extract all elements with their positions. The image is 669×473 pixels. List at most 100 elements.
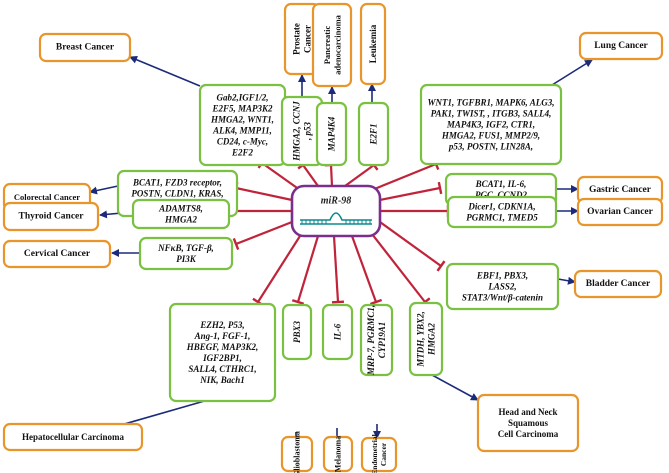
gene-list-prostate-line-0: HMGA2, CCNJ [292,101,302,162]
gene-box-thyroid: ADAMTS8,HMGA2 [131,198,231,230]
cancer-box-thyroid: Thyroid Cancer [2,201,100,232]
gene-box-frame-ovarian [446,195,558,229]
cancer-box-frame-leukemia [359,2,387,86]
cancer-box-frame-glioblastoma [280,435,314,473]
center-mir98: miR-98 [290,184,382,238]
gene-list-lung-line-2: MAP4K3, IGF2, CTR1, [446,120,535,130]
cancer-label-headneck-line-0: Head and Neck [498,407,557,417]
cancer-box-frame-headneck [476,393,580,453]
gene-list-cervical-line-1: PI3K [176,254,197,264]
gene-box-hepatocellular: EZH2, P53,Ang-1, FGF-1,HBEGF, MAP3K2,IGF… [168,302,277,403]
arrow-breast [129,55,201,87]
arrow-colorectal [89,185,119,195]
gene-box-ovarian: Dicer1, CDKN1A,PGRMC1, TMED5 [446,195,558,229]
gene-list-prostate-line-1: , p53 [303,122,313,142]
hairpin-icon [300,212,372,225]
cancer-box-frame-melanoma [322,435,354,473]
cancer-label-pancreatic-line-1: adenocarcinoma [332,14,342,75]
inhibition-pancreatic [324,163,338,187]
inhibition-melanoma [331,235,345,304]
gene-list-endometrial-line-0: MRP-7, PGRMC1, [366,305,376,376]
gene-list-cervical-line-0: NFκB, TGF-β, [157,243,214,253]
gene-box-frame-bladder [445,262,560,311]
gene-box-endometrial: MRP-7, PGRMC1,CYP19A1 [359,303,394,376]
gene-list-breast-line-5: E2F2 [231,148,254,158]
gene-list-breast-line-3: ALK4, MMP11, [212,126,272,136]
cancer-box-frame-breast [38,32,132,63]
cancer-box-frame-cervical [2,239,112,269]
arrow-bladder [557,276,576,285]
cancer-label-cervical-line-0: Cervical Cancer [24,249,91,259]
cancer-box-frame-ovarian [576,197,664,227]
inhibition-headneck [371,233,431,307]
inhibition-hepatocellular [252,235,301,307]
gene-list-melanoma-line-0: IL-6 [333,323,343,341]
cancer-label-pancreatic-line-0: Pancreatic [322,26,332,65]
cancer-box-cervical: Cervical Cancer [2,239,112,269]
gene-list-endometrial-line-1: CYP19A1 [377,322,387,359]
gene-box-frame-leukemia [357,101,390,167]
center-label: miR-98 [321,196,352,207]
cancer-label-ovarian-line-0: Ovarian Cancer [587,207,653,217]
gene-list-hepatocellular-line-0: EZH2, P53, [199,320,244,330]
gene-box-lung: WNT1, TGFBR1, MAPK6, ALG3,PAK1, TWIST, ,… [419,83,563,166]
inhibition-colorectal [233,181,293,202]
cancer-box-leukemia: Leukemia [359,2,387,86]
inhibition-cervical [232,220,293,251]
gene-list-leukemia-line-0: E2F1 [369,123,379,145]
gene-list-breast-line-4: CD24, c-Myc, [217,137,268,147]
cancer-label-glioblastoma-line-0: Glioblastoma [293,431,302,473]
gene-box-glioblastoma: PBX3 [281,303,313,361]
inhibition-bladder [379,221,446,272]
inhibition-gastric [379,181,443,202]
cancer-box-frame-bladder [573,269,663,299]
gene-list-hepatocellular-line-1: Ang-1, FGF-1, [194,331,251,341]
gene-list-headneck-line-0: MTDH, YBX2, [416,311,426,368]
gene-list-hepatocellular-line-4: SALL4, CTHRC1, [188,364,256,374]
cancer-label-headneck-line-1: Squamous [508,418,549,428]
gene-list-breast-line-1: E2F5, MAP3K2 [211,104,273,114]
inhibition-thyroid [229,205,292,217]
gene-list-thyroid-line-0: ADAMTS8, [158,204,203,214]
cancer-label-headneck-line-2: Cell Carcinoma [498,429,559,439]
gene-list-pancreatic-line-0: MAP4K4 [327,116,337,152]
gene-box-frame-melanoma [321,303,354,361]
gene-list-gastric-line-1: PGC, CCND2 [475,190,528,200]
gene-box-leukemia: E2F1 [357,101,390,167]
cancer-label-thyroid-line-0: Thyroid Cancer [18,212,84,222]
arrow-headneck [431,374,479,401]
cancer-label-endometrial-line-0: Endometrial [370,434,379,473]
gene-list-breast-line-2: HMGA2, WNT1, [210,115,274,125]
gene-box-frame-cervical [138,236,234,271]
gene-box-frame-thyroid [131,198,231,230]
cancer-label-gastric-line-0: Gastric Cancer [589,185,652,195]
cancer-label-leukemia-line-0: Leukemia [368,24,378,63]
gene-list-headneck-line-1: HMGA2 [427,323,437,357]
inhibition-ovarian [380,205,450,217]
cancer-box-frame-thyroid [2,201,100,232]
gene-list-bladder-line-0: EBF1, PBX3, [476,271,528,281]
inhibition-glioblastoma [291,235,320,305]
gene-box-frame-hepatocellular [168,302,277,403]
cancer-box-frame-endometrial [360,436,398,473]
cancer-box-melanoma: Melanoma [322,435,354,473]
cancer-box-frame-lung [578,31,664,61]
cancer-label-lung-line-0: Lung Cancer [594,41,648,51]
cancer-box-breast: Breast Cancer [38,32,132,63]
gene-list-lung-line-0: WNT1, TGFBR1, MAPK6, ALG3, [428,98,555,108]
cancer-box-frame-hepatocellular [2,422,144,452]
cancer-box-lung: Lung Cancer [578,31,664,61]
cancer-label-bladder-line-0: Bladder Cancer [586,279,651,289]
gene-list-lung-line-3: HMGA2, FUS1, MMP2/9, [441,131,540,141]
arrow-lung [551,59,593,86]
gene-box-frame-glioblastoma [281,303,313,361]
gene-list-colorectal-line-1: POSTN, CLDN1, KRAS, [131,189,223,199]
gene-list-hepatocellular-line-3: IGF2BP1, [202,353,242,363]
